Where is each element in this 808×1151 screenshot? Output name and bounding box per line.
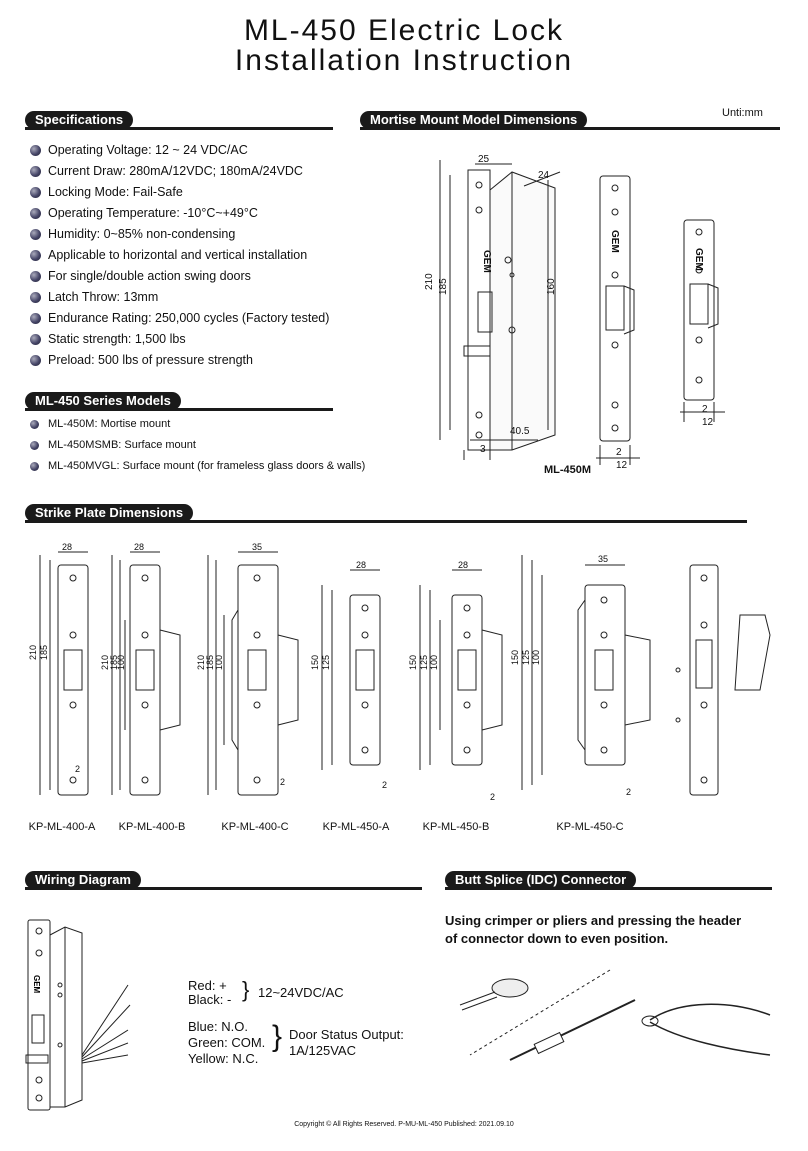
mortise-dimension-drawing: 25 24 210 185 160 40.5 3 2 12 2 12 GEM G…: [424, 154, 725, 480]
brand-logo-1: GEM: [481, 250, 492, 273]
strike-label-450a: KP-ML-450-A: [322, 821, 390, 833]
strike-header: Strike Plate Dimensions: [25, 504, 747, 523]
wiring-brand-logo: GEM: [32, 975, 41, 994]
wiring-lock-drawing: GEM: [25, 919, 131, 1111]
strike-e-dim-3: 100: [429, 655, 439, 670]
wire-blue: Blue: N.O.: [188, 1019, 248, 1034]
door-status-line1: Door Status Output:: [289, 1027, 404, 1042]
idc-connector-drawing: [459, 969, 771, 1061]
dim-12b: 12: [702, 417, 714, 428]
dim-2a: 2: [616, 447, 622, 458]
strike-a-width: 28: [62, 542, 72, 552]
strike-e-dim-2: 125: [419, 655, 429, 670]
strike-plate-drawing: 28 210 185 28 210 185 100 35 210 185 100…: [28, 542, 771, 802]
spec-item: Applicable to horizontal and vertical in…: [30, 245, 329, 266]
strike-heading: Strike Plate Dimensions: [25, 504, 194, 522]
strike-small-dim-a: 2: [75, 764, 80, 774]
strike-label-400b: KP-ML-400-B: [118, 821, 186, 833]
model-item: ML-450MSMB: Surface mount: [30, 435, 365, 456]
wire-green: Green: COM.: [188, 1035, 266, 1050]
spec-item: Humidity: 0~85% non-condensing: [30, 224, 329, 245]
strike-small-dim-e: 2: [490, 792, 495, 802]
spec-item: Locking Mode: Fail-Safe: [30, 182, 329, 203]
dim-25: 25: [478, 154, 490, 165]
dim-3: 3: [480, 444, 486, 455]
strike-d-dim-1: 150: [310, 655, 320, 670]
specifications-list: Operating Voltage: 12 ~ 24 VDC/AC Curren…: [30, 140, 329, 371]
dim-40-5: 40.5: [510, 426, 530, 437]
mortise-heading: Mortise Mount Model Dimensions: [360, 111, 588, 129]
strike-f-dim-2: 125: [521, 650, 531, 665]
spec-item: Preload: 500 lbs of pressure strength: [30, 350, 329, 371]
strike-c-dim-3: 100: [214, 655, 224, 670]
brace-door-status: }: [272, 1020, 283, 1053]
mortise-model-label: ML-450M: [544, 464, 592, 476]
wire-yellow: Yellow: N.C.: [188, 1051, 259, 1066]
spec-item: Operating Voltage: 12 ~ 24 VDC/AC: [30, 140, 329, 161]
strike-e-width: 28: [458, 560, 468, 570]
strike-b-dim-1: 210: [100, 655, 110, 670]
dim-210: 210: [424, 273, 435, 290]
strike-d-dim-2: 125: [321, 655, 331, 670]
idc-header: Butt Splice (IDC) Connector: [445, 871, 772, 890]
dim-160: 160: [546, 278, 557, 295]
strike-b-width: 28: [134, 542, 144, 552]
wire-red: Red: +: [188, 978, 227, 993]
spec-item: Current Draw: 280mA/12VDC; 180mA/24VDC: [30, 161, 329, 182]
idc-text-line1: Using crimper or pliers and pressing the…: [445, 913, 742, 928]
strike-d-width: 28: [356, 560, 366, 570]
strike-f-dim-1: 150: [510, 650, 520, 665]
brace-power: }: [242, 977, 250, 1002]
series-models-heading: ML-450 Series Models: [25, 392, 181, 410]
strike-b-dim-3: 100: [116, 655, 126, 670]
model-item: ML-450MVGL: Surface mount (for frameless…: [30, 456, 365, 477]
wiring-header: Wiring Diagram: [25, 871, 422, 890]
wiring-heading: Wiring Diagram: [25, 871, 141, 889]
strike-c-dim-2: 185: [205, 655, 215, 670]
strike-small-dim-c: 2: [280, 777, 285, 787]
strike-c-dim-1: 210: [196, 655, 206, 670]
page-title-line2: Installation Instruction: [234, 44, 574, 77]
specifications-heading: Specifications: [25, 111, 134, 129]
strike-f-dim-3: 100: [531, 650, 541, 665]
strike-label-400c: KP-ML-400-C: [221, 821, 289, 833]
series-models-header: ML-450 Series Models: [25, 392, 333, 411]
brand-logo-3: GEM: [693, 248, 704, 271]
series-models-list: ML-450M: Mortise mount ML-450MSMB: Surfa…: [30, 414, 365, 477]
dim-12a: 12: [616, 460, 628, 471]
dim-24: 24: [538, 170, 550, 181]
strike-small-dim-f: 2: [626, 787, 631, 797]
strike-e-dim-1: 150: [408, 655, 418, 670]
brand-logo-2: GEM: [609, 230, 620, 253]
strike-a-dim-2: 185: [39, 645, 49, 660]
page-title-line1: ML-450 Electric Lock: [243, 14, 565, 47]
door-status-line2: 1A/125VAC: [289, 1043, 356, 1058]
strike-b-dim-2: 185: [109, 655, 119, 670]
spec-item: Endurance Rating: 250,000 cycles (Factor…: [30, 308, 329, 329]
spec-item: Static strength: 1,500 lbs: [30, 329, 329, 350]
strike-small-dim-d: 2: [382, 780, 387, 790]
idc-heading: Butt Splice (IDC) Connector: [445, 871, 637, 889]
mortise-header: Mortise Mount Model Dimensions: [360, 111, 780, 130]
dim-2b: 2: [702, 404, 708, 415]
spec-item: Operating Temperature: -10°C~+49°C: [30, 203, 329, 224]
specifications-header: Specifications: [25, 111, 333, 130]
strike-label-450b: KP-ML-450-B: [422, 821, 490, 833]
model-item: ML-450M: Mortise mount: [30, 414, 365, 435]
wire-power-label: 12~24VDC/AC: [258, 985, 344, 1000]
dim-185: 185: [438, 278, 449, 295]
idc-text-line2: of connector down to even position.: [445, 931, 669, 946]
unit-label: Unti:mm: [722, 107, 763, 119]
strike-c-width: 35: [252, 542, 262, 552]
strike-label-400a: KP-ML-400-A: [28, 821, 96, 833]
wire-black: Black: -: [188, 992, 232, 1007]
strike-f-width: 35: [598, 554, 608, 564]
copyright: Copyright © All Rights Reserved. P-MU-ML…: [294, 1121, 514, 1128]
spec-item: Latch Throw: 13mm: [30, 287, 329, 308]
spec-item: For single/double action swing doors: [30, 266, 329, 287]
strike-label-450c: KP-ML-450-C: [556, 821, 624, 833]
strike-a-dim-1: 210: [28, 645, 38, 660]
